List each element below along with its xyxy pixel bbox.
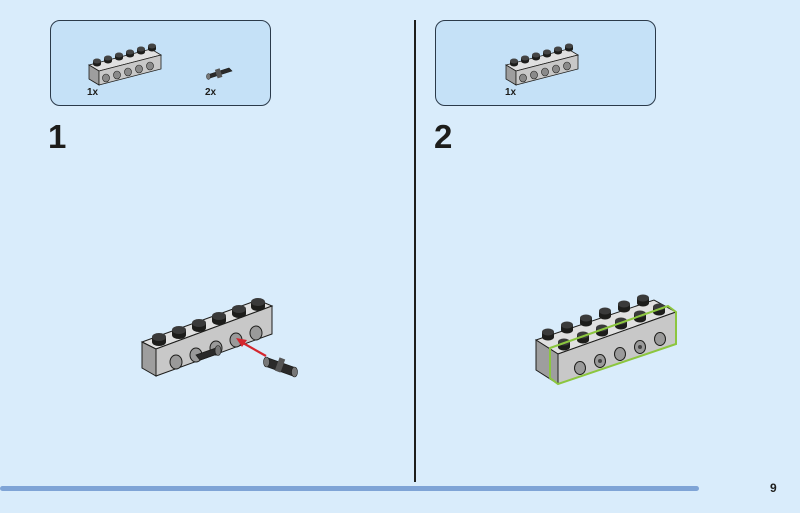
part-quantity: 2x — [205, 87, 217, 98]
step-number: 2 — [434, 118, 453, 155]
page-divider — [414, 20, 416, 482]
step-number: 1 — [48, 118, 67, 155]
part-quantity: 1x — [505, 87, 517, 98]
part-quantity: 1x — [87, 87, 99, 98]
technic-pin-icon — [206, 67, 233, 80]
parts-callout-step-1: 1x 2x — [50, 20, 271, 106]
technic-brick-1x6-icon — [504, 43, 580, 86]
step-2-assembly-illustration — [534, 294, 678, 386]
page-number: 9 — [770, 481, 777, 495]
step-1-assembly-illustration — [140, 298, 298, 378]
progress-bar — [0, 486, 748, 491]
progress-bar-fill — [0, 486, 700, 491]
technic-brick-1x6-icon — [87, 43, 163, 86]
parts-callout-step-2: 1x — [435, 20, 656, 106]
